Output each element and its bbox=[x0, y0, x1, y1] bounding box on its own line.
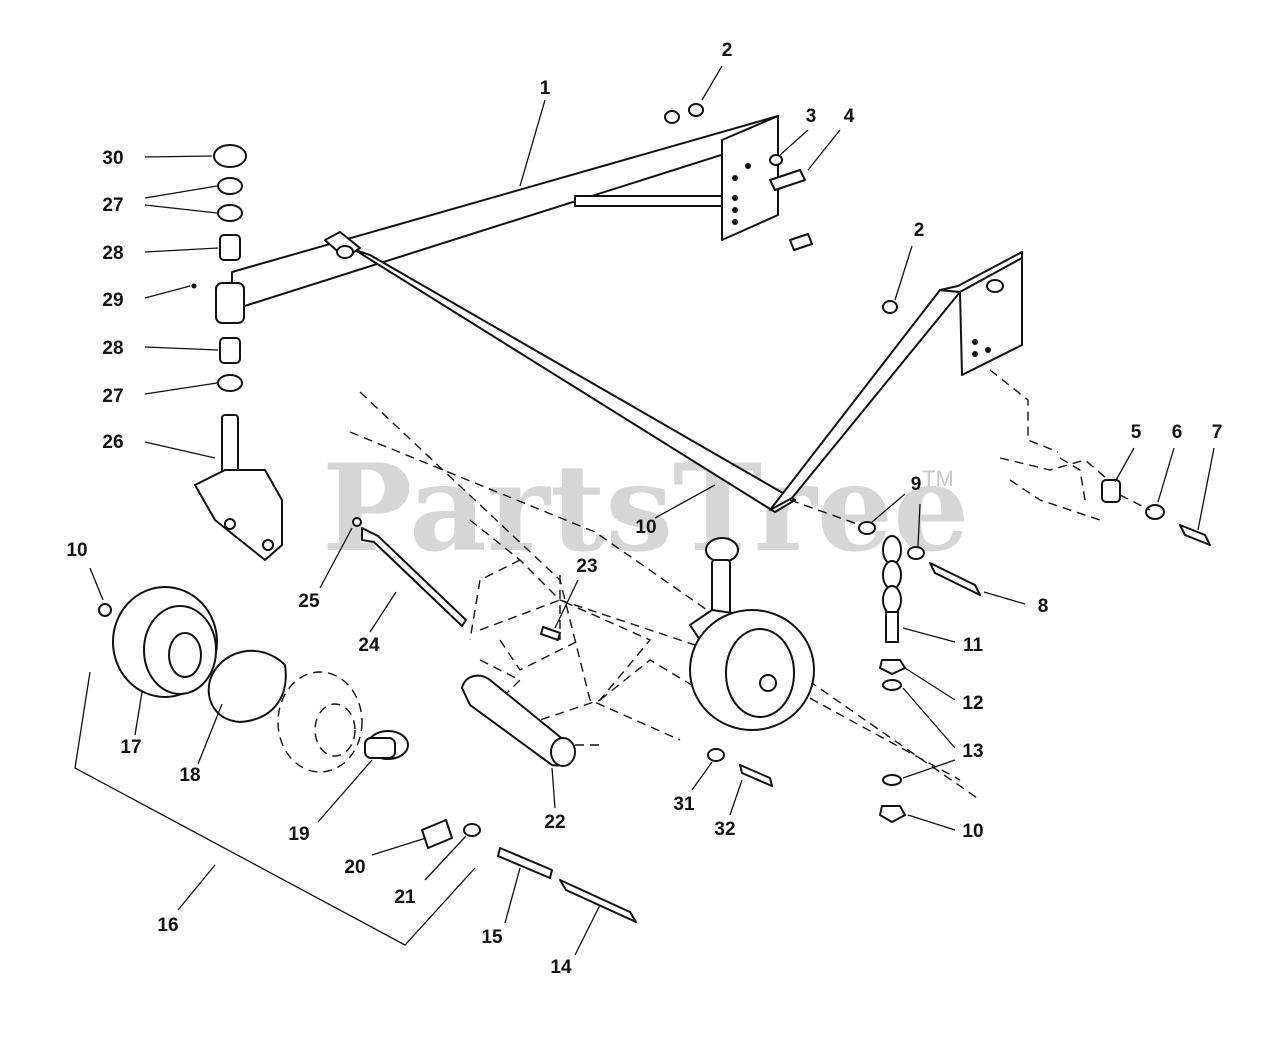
left-wheel-assembly bbox=[98, 586, 637, 923]
callout-label: 27 bbox=[102, 386, 123, 407]
main-frame-part-1 bbox=[231, 115, 796, 513]
callout-label: 27 bbox=[102, 195, 123, 216]
mount-bracket-dashed bbox=[989, 369, 1121, 521]
watermark-text: PartsTree bbox=[322, 438, 969, 579]
callout-label: 6 bbox=[1172, 422, 1183, 443]
callout-label: 24 bbox=[358, 635, 380, 656]
callout-label: 16 bbox=[157, 915, 178, 936]
callout-label: 2 bbox=[722, 40, 733, 61]
callout-label: 31 bbox=[673, 794, 695, 815]
callout-label: 14 bbox=[550, 957, 572, 978]
callout-label: 4 bbox=[844, 106, 855, 127]
callout-label: 21 bbox=[394, 887, 416, 908]
callout-label: 32 bbox=[714, 819, 735, 840]
callout-label: 8 bbox=[1038, 596, 1049, 617]
callout-label: 26 bbox=[102, 432, 123, 453]
callout-label: 30 bbox=[102, 148, 123, 169]
right-arm bbox=[769, 251, 1023, 511]
callout-label: 7 bbox=[1212, 422, 1223, 443]
callout-label: 23 bbox=[576, 556, 597, 577]
callout-label: 25 bbox=[298, 591, 320, 612]
callout-label: 28 bbox=[102, 243, 123, 264]
leader-lines bbox=[74, 65, 1215, 956]
callout-label: 11 bbox=[963, 635, 984, 656]
callout-label: 10 bbox=[962, 821, 983, 842]
callout-label: 22 bbox=[544, 812, 565, 833]
callout-label: 10 bbox=[66, 540, 87, 561]
watermark-trademark: TM bbox=[922, 466, 954, 491]
callout-label: 20 bbox=[344, 857, 365, 878]
callout-label: 19 bbox=[288, 824, 309, 845]
callout-label: 15 bbox=[481, 927, 503, 948]
callout-label: 13 bbox=[962, 741, 983, 762]
spacer-washer-bolt bbox=[1101, 479, 1211, 546]
callout-label: 10 bbox=[635, 517, 656, 538]
callout-label: 2 bbox=[914, 220, 925, 241]
right-hardware bbox=[789, 499, 981, 823]
callout-label: 12 bbox=[962, 693, 983, 714]
callout-label: 3 bbox=[806, 106, 817, 127]
callout-label: 5 bbox=[1131, 422, 1142, 443]
roller-and-rod bbox=[352, 517, 773, 787]
callout-label: 17 bbox=[120, 737, 141, 758]
callout-label: 18 bbox=[179, 765, 200, 786]
callout-label: 29 bbox=[102, 290, 123, 311]
callout-label: 28 bbox=[102, 338, 123, 359]
left-pivot-stack bbox=[191, 144, 283, 561]
callout-label: 1 bbox=[540, 78, 551, 99]
callout-label: 9 bbox=[911, 474, 922, 495]
right-caster-wheel bbox=[689, 537, 815, 731]
upper-bolts bbox=[664, 103, 898, 314]
